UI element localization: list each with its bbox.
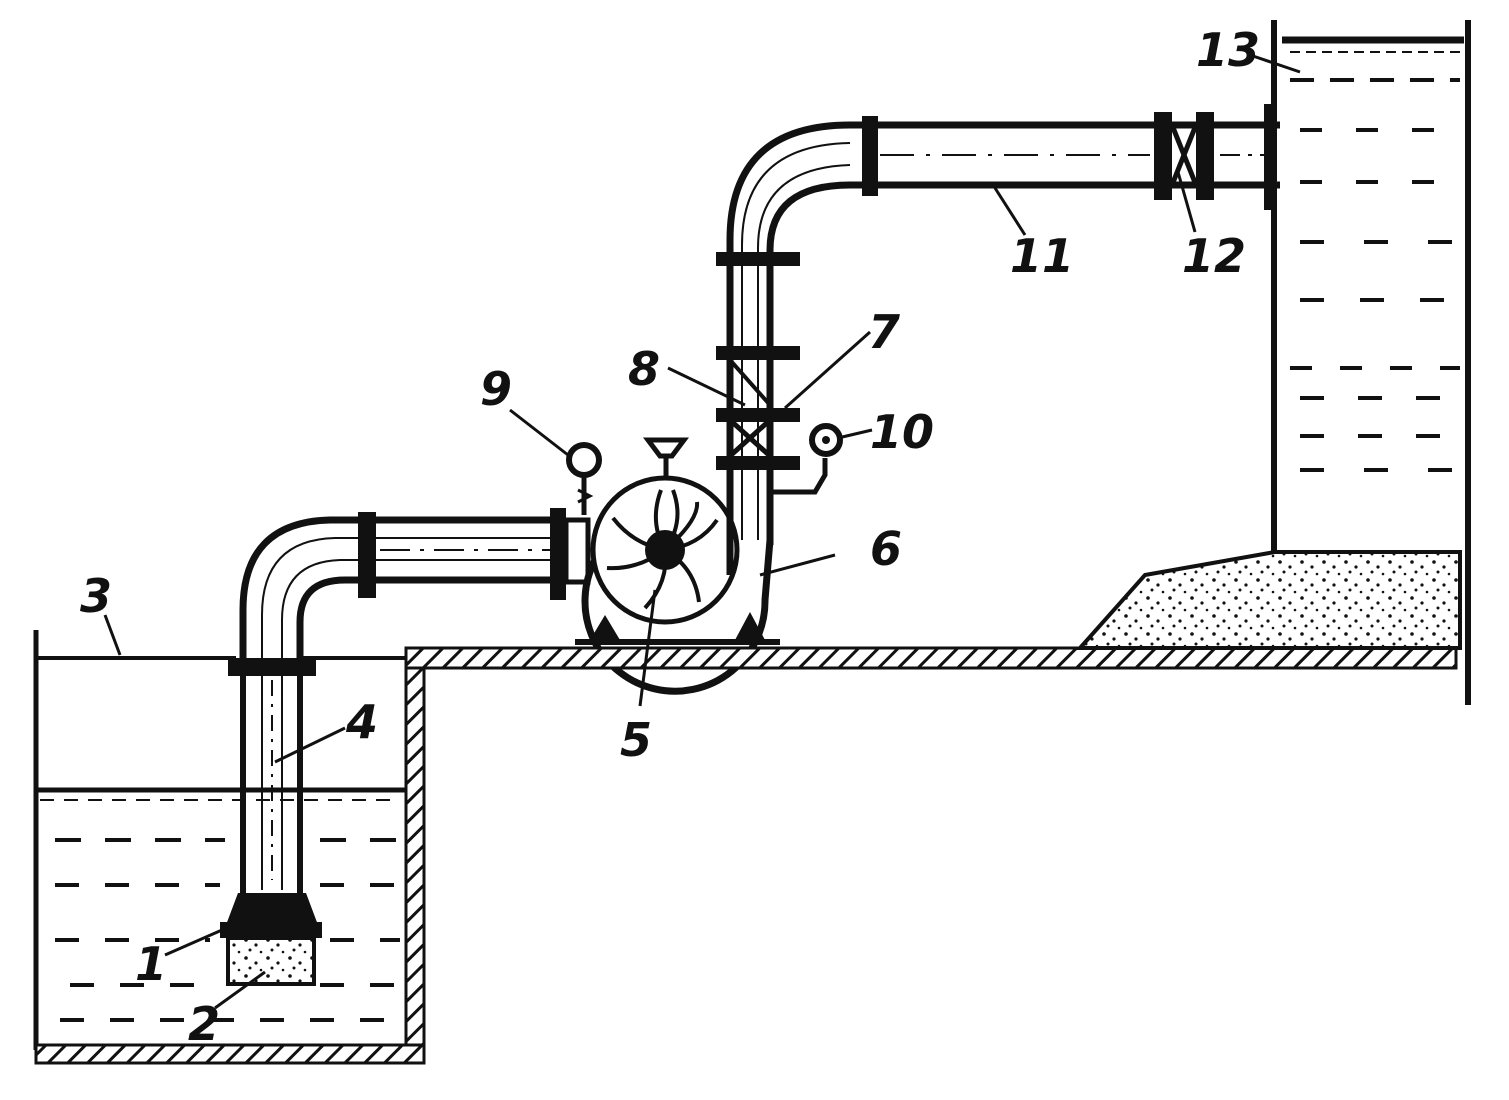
centrifugal-pump	[575, 437, 780, 695]
strainer	[226, 936, 316, 986]
check-valve	[728, 358, 772, 407]
label-1: 1	[135, 937, 167, 991]
label-7: 7	[868, 305, 900, 359]
label-11: 11	[1010, 229, 1074, 283]
label-2: 2	[188, 997, 220, 1051]
gate-valve-delivery	[1154, 112, 1214, 200]
intake-water	[36, 787, 406, 1022]
suction-elbow	[239, 508, 591, 660]
label-12: 12	[1182, 229, 1246, 283]
label-13: 13	[1196, 23, 1260, 77]
upper-reservoir	[1075, 20, 1471, 705]
part-labels: 1 2 3 4 5 6 7 8 9 10 11 12 13	[80, 23, 1260, 1051]
label-10: 10	[870, 405, 934, 459]
label-4: 4	[345, 695, 378, 749]
ground	[404, 646, 1458, 670]
intake-reservoir	[33, 630, 426, 1065]
leader-lines	[103, 53, 1301, 1010]
suction-pipe	[228, 658, 316, 893]
vacuum-gauge	[566, 442, 602, 515]
label-8: 8	[628, 342, 660, 396]
discharge-pipe	[716, 104, 1280, 575]
label-5: 5	[620, 713, 652, 767]
label-9: 9	[480, 362, 512, 416]
label-3: 3	[80, 569, 112, 623]
pressure-gauge	[772, 423, 843, 495]
gate-valve-discharge	[728, 418, 772, 458]
label-6: 6	[870, 522, 902, 576]
foot-valve	[220, 893, 322, 938]
